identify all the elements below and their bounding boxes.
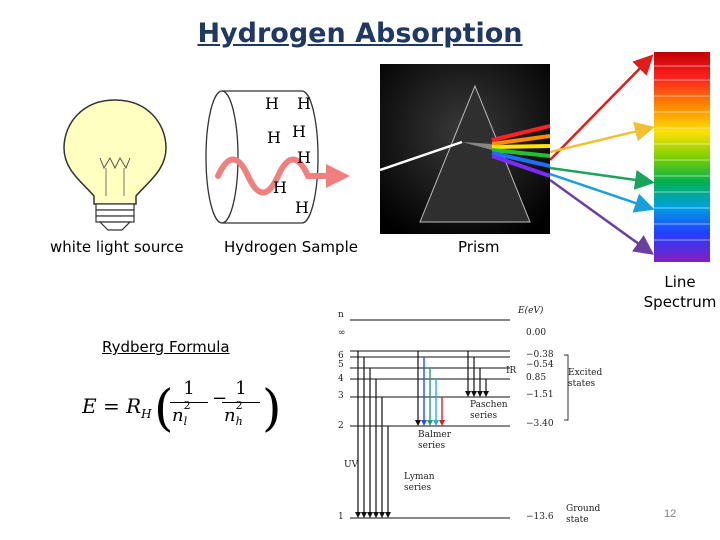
paschen-series-label: Paschen series xyxy=(470,400,508,421)
energy-level-diagram: n E(eV) ∞ 6 5 4 3 2 1 0.00 −0.38 −0.54 0… xyxy=(332,300,632,530)
level-n-label: 3 xyxy=(338,391,344,401)
lyman-series-label: Lyman series xyxy=(404,472,435,493)
formula-fraction-bar-1 xyxy=(170,402,208,403)
formula-numerator-2: 1 xyxy=(235,378,247,399)
hydrogen-atom: H xyxy=(267,128,281,147)
hydrogen-atom: H xyxy=(297,94,311,113)
level-energy-label: 0.00 xyxy=(526,328,547,338)
formula-denominator-1: n 2 l xyxy=(172,399,191,428)
dispersed-light-arrows xyxy=(550,54,655,255)
rydberg-formula: E = RH ( 1 n 2 l − 1 n 2 h ) xyxy=(82,374,282,444)
excited-states-label: Excited states xyxy=(568,368,603,389)
line-spectrum xyxy=(654,52,710,262)
line-spectrum-label-line2: Spectrum xyxy=(643,293,717,311)
formula-numerator-1: 1 xyxy=(183,378,195,399)
line-spectrum-label: Line Spectrum xyxy=(640,272,720,312)
level-n-label: 6 xyxy=(338,351,344,361)
line-spectrum-label-line1: Line xyxy=(664,273,696,291)
prism-icon xyxy=(380,64,550,234)
formula-minus: − xyxy=(212,388,228,409)
formula-denominator-2: n 2 h xyxy=(224,399,243,428)
light-bulb-icon xyxy=(63,99,167,231)
source-label: white light source xyxy=(50,238,184,256)
slide-title: Hydrogen Absorption xyxy=(197,18,523,49)
hydrogen-atom: H xyxy=(265,94,279,113)
formula-fraction-bar-2 xyxy=(222,402,260,403)
sample-label: Hydrogen Sample xyxy=(224,238,358,256)
energy-levels-svg xyxy=(350,319,569,519)
level-energy-label: −1.51 xyxy=(526,390,554,400)
formula-right-paren: ) xyxy=(262,379,282,437)
level-energy-label: −0.54 xyxy=(526,360,554,370)
energy-diagram-e-header: E(eV) xyxy=(518,306,544,316)
hydrogen-atom: H xyxy=(297,148,311,167)
level-n-label: 2 xyxy=(338,421,344,431)
prism-label: Prism xyxy=(458,238,500,256)
level-n-label: ∞ xyxy=(338,328,346,338)
formula-left-paren: ( xyxy=(154,379,174,437)
uv-label: UV xyxy=(344,460,359,470)
level-energy-label: −0.38 xyxy=(526,350,554,360)
level-energy-label: 0.85 xyxy=(526,373,547,383)
rydberg-formula-label: Rydberg Formula xyxy=(102,338,230,356)
hydrogen-atom: H xyxy=(292,122,306,141)
level-n-label: 4 xyxy=(338,374,344,384)
formula-rh-subscript: H xyxy=(141,407,152,421)
level-n-label: 1 xyxy=(338,512,344,522)
energy-diagram-n-header: n xyxy=(338,310,344,320)
level-energy-label: −3.40 xyxy=(526,419,554,429)
hydrogen-atom: H xyxy=(273,178,287,197)
level-energy-label: −13.6 xyxy=(526,512,554,522)
ir-label: IR xyxy=(506,366,517,376)
balmer-series-label: Balmer series xyxy=(418,430,452,451)
ground-state-label: Ground state xyxy=(566,504,601,525)
level-n-label: 5 xyxy=(338,360,344,370)
formula-lhs: E = R xyxy=(82,394,142,418)
hydrogen-sample-tube xyxy=(205,90,350,224)
page-number: 12 xyxy=(664,508,677,520)
hydrogen-atom: H xyxy=(295,198,309,217)
